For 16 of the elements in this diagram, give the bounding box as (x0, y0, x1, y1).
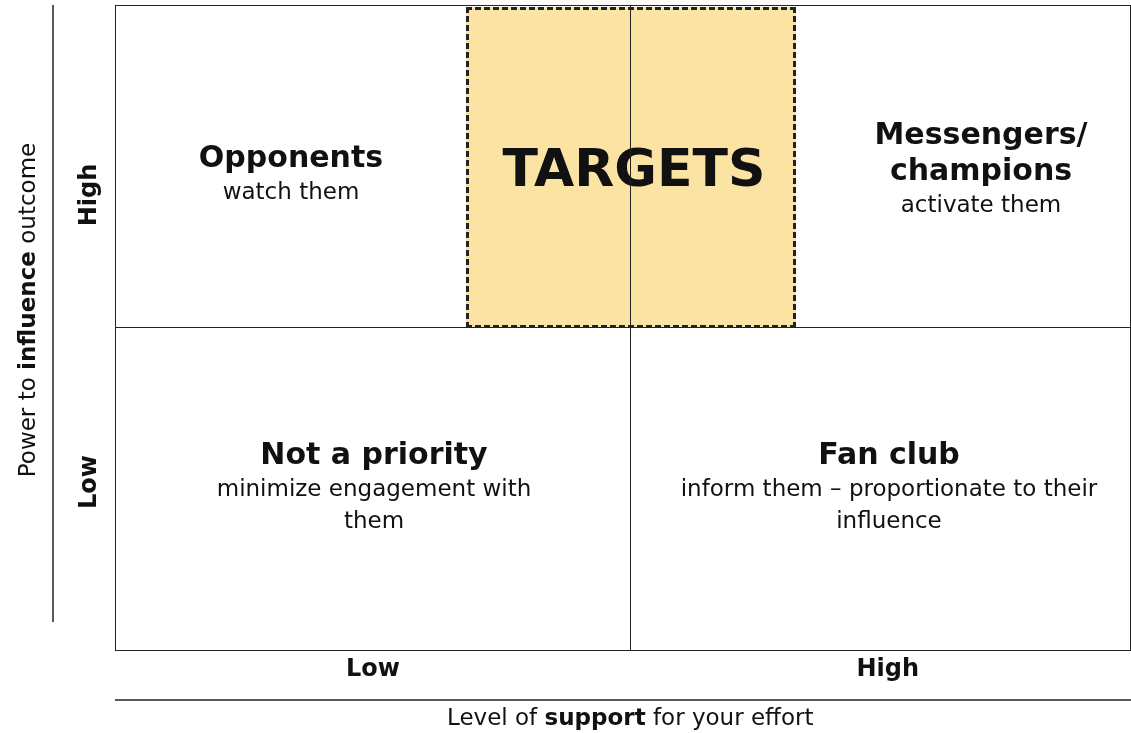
quadrant-title: Not a priority (260, 436, 488, 472)
quadrant-description: watch them (222, 177, 360, 206)
quadrant-description: minimize engagement with them (215, 474, 533, 535)
highlight-box (466, 7, 796, 328)
axis-title: Power to influence outcome (14, 142, 41, 478)
quadrant-title: Opponents (198, 139, 384, 175)
axis-level-label: High (856, 654, 920, 682)
quadrant-title: Messengers/ champions (873, 116, 1089, 188)
quadrant-box (630, 327, 1131, 651)
quadrant-title: Fan club (818, 436, 960, 472)
axis-level-label: High (73, 163, 102, 227)
axis-level-label: Low (74, 455, 102, 509)
quadrant-description: activate them (900, 190, 1062, 219)
quadrant-description: inform them – proportionate to their influence (679, 474, 1099, 535)
axis-level-label: Low (346, 654, 400, 682)
axis-title: Level of support for your effort (447, 704, 814, 730)
